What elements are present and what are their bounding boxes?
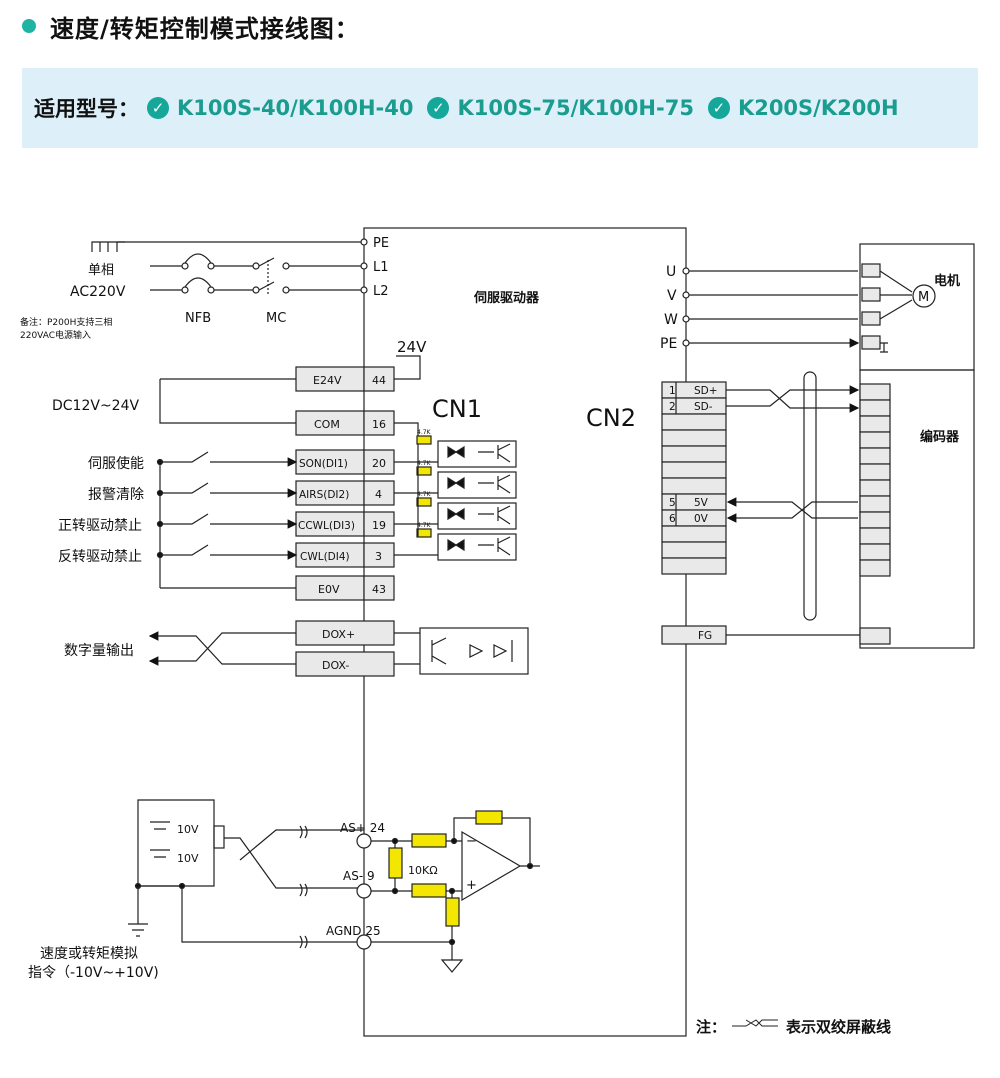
pin-num: 20 [372,457,386,470]
dc-supply-label: DC12V~24V [52,398,139,414]
motor-terminal-label: U [666,264,676,280]
resistor-label: 4.7K [417,491,432,498]
analog-input: 10V 10V AS+ 24 AS- 9 AGND 25 速度或转矩模拟 指令（… [28,799,540,981]
pin-num: 44 [372,374,386,387]
motor-terminal-label: PE [660,336,677,352]
power-note-2: 220VAC电源输入 [20,329,91,341]
pin-num: 3 [375,550,382,563]
motor-label: 电机 [934,273,960,289]
power-note-1: 备注：P200H支持三相 [20,316,112,328]
nfb-label: NFB [185,311,211,326]
input-optocouplers: 4.7K 4.7K 4.7K 4.7K [394,429,517,561]
cn2-pin-num: 5 [669,497,676,509]
analog-pin-label: AGND 25 [326,924,381,938]
l1-terminal-label: L1 [373,260,389,275]
resistor-label: 4.7K [417,429,432,436]
resistor-label: 4.7K [417,522,432,529]
cn2-pin-num: 2 [669,401,676,413]
encoder-label: 编码器 [920,429,960,445]
pin-name: CWL(DI4) [300,551,350,563]
analog-command-label: 速度或转矩模拟 [40,946,138,962]
encoder-wiring: 编码器 1 SD+ 2 SD- 5 5V 6 0V FG [661,369,975,649]
motor-box [859,243,975,371]
pin-name: AIRS(DI2) [299,489,349,501]
analog-pin-label: AS+ 24 [340,821,385,835]
motor-symbol-letter: M [918,290,929,305]
cn1-supply-wiring: 24V DC12V~24V [52,338,427,589]
cn2-pin-name: 0V [694,513,709,525]
single-phase-label: 单相 [88,263,114,278]
pin-name: SON(DI1) [299,458,348,470]
resistor-10k-label: 10KΩ [408,864,438,877]
opamp-minus-sign: − [466,834,477,849]
pin-num: 16 [372,418,386,431]
voltage-label: 10V [177,823,199,836]
models-label: 适用型号： [34,97,139,121]
input-label: 正转驱动禁止 [58,518,142,534]
cn2-label: CN2 [586,404,636,432]
input-label: 反转驱动禁止 [58,549,142,565]
motor-terminal-label: V [667,288,677,304]
model-item: ✓K200S/K200H [707,96,899,120]
motor-terminal-label: W [664,312,678,328]
model-item: ✓K100S-40/K100H-40 [147,96,413,120]
input-label: 报警清除 [88,487,144,503]
cn2-pin-num: 6 [669,513,676,525]
check-icon: ✓ [707,97,730,119]
digital-output: 数字量输出 [64,627,529,675]
applicable-models-bar: 适用型号： ✓K100S-40/K100H-40 ✓K100S-75/K100H… [22,68,978,148]
note-text: 表示双绞屏蔽线 [786,1018,891,1036]
analog-command-label: 指令（-10V~+10V) [28,965,159,981]
cn2-pin-num: 1 [669,385,676,397]
l2-terminal-label: L2 [373,284,389,299]
analog-pin-label: AS- 9 [343,869,375,883]
check-icon: ✓ [147,97,169,119]
pe-terminal-label: PE [373,236,389,251]
power-input: PE 单相 AC220V 备注：P200H支持三相 220VAC电源输入 L1 … [20,236,389,341]
cn1-label: CN1 [432,395,482,423]
check-icon: ✓ [427,97,450,119]
ac-voltage-label: AC220V [70,284,126,300]
footer-note: 注： 表示双绞屏蔽线 [696,1018,891,1036]
digital-out-label: 数字量输出 [64,643,134,659]
input-label: 伺服使能 [88,455,144,472]
pin-num: 43 [372,583,386,596]
pin-name: COM [314,418,340,431]
cn2-pin-name: 5V [694,497,709,509]
bullet-dot-icon [22,19,36,33]
driver-label: 伺服驱动器 [473,290,540,306]
pin-name: E0V [318,583,340,596]
pin-num: 4 [375,488,382,501]
pin-name: CCWL(DI3) [298,520,355,532]
cn1-pins [295,366,395,677]
v24-label: 24V [397,338,427,356]
pin-name: DOX+ [322,628,355,641]
pin-name: E24V [313,374,342,387]
page-title: 速度/转矩控制模式接线图： [50,14,360,43]
cn2-pin-name: SD+ [694,385,718,397]
motor-symbol [912,284,936,308]
pin-name: DOX- [322,659,349,672]
note-prefix: 注： [696,1018,726,1036]
pin-num: 19 [372,519,386,532]
title-row: 速度/转矩控制模式接线图： [22,6,360,46]
motor-wiring: U V W PE M 电机 [660,243,975,371]
fg-label: FG [698,630,712,642]
model-item: ✓K100S-75/K100H-75 [427,96,694,120]
cn2-pin-name: SD- [694,401,713,413]
resistor-label: 4.7K [417,460,432,467]
mc-label: MC [266,311,286,326]
opamp-plus-sign: + [466,878,477,893]
voltage-label: 10V [177,852,199,865]
cn1-inputs: 伺服使能 报警清除 正转驱动禁止 反转驱动禁止 [58,451,296,588]
